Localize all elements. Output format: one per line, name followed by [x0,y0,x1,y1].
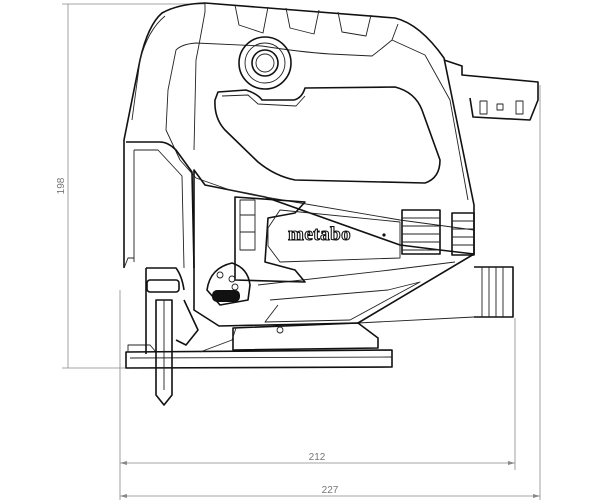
dust-extraction-port [357,266,514,324]
base-plate [125,322,393,369]
vent [337,11,372,37]
dimension-height-label: 198 [56,177,67,194]
vent [285,7,320,35]
vent [234,4,269,34]
dimension-length-total: 227 [120,85,541,500]
cord-guard [443,59,539,121]
speed-knob [238,36,292,90]
dimension-length-body: 212 [119,290,516,500]
saw-blade [145,267,199,406]
brand-logo: metabo [288,224,351,245]
logo-panel: metabo [234,196,475,283]
dimension-length-total-label: 227 [322,485,339,496]
handle-grip [214,86,441,184]
dimension-height: 198 [56,3,205,369]
orbital-selector [206,262,251,306]
jigsaw-housing [123,2,475,327]
motor-grille [401,209,475,256]
dimension-length-body-label: 212 [309,452,326,463]
